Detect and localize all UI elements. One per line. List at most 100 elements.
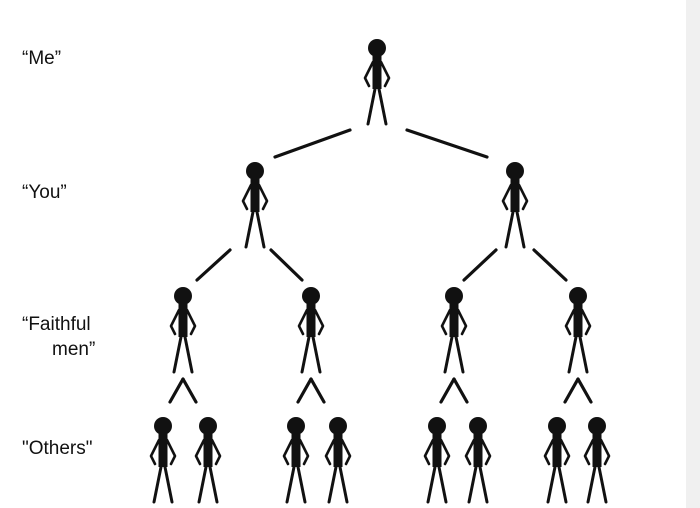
figure-right-leg (557, 465, 568, 504)
connector-line (181, 377, 198, 404)
figure-right-leg (296, 465, 307, 504)
connector-line (168, 377, 185, 404)
figure-body (449, 304, 459, 337)
level-label-faithful-line1: “Faithful (22, 314, 91, 335)
figure-body (510, 179, 520, 212)
figure-right-arm (599, 438, 611, 466)
figure-right-leg (454, 335, 465, 374)
figure-body (573, 304, 583, 337)
figure-right-leg (578, 335, 589, 374)
figure-left-arm (501, 183, 513, 211)
figure-right-leg (478, 465, 489, 504)
figure-left-leg (285, 465, 296, 504)
figure-left-leg (172, 335, 183, 374)
connector-line (273, 128, 352, 159)
figure-left-leg (546, 465, 557, 504)
figure-left-leg (152, 465, 163, 504)
figure-you-2 (501, 162, 529, 249)
figure-left-arm (324, 438, 336, 466)
figure-head (199, 417, 217, 435)
connector-line (462, 248, 498, 282)
level-label-others: "Others" (22, 438, 93, 459)
figure-others-2 (194, 417, 222, 504)
figure-faithful-4 (564, 287, 592, 374)
figure-others-4 (324, 417, 352, 504)
figure-faithful-3 (440, 287, 468, 374)
figure-left-leg (467, 465, 478, 504)
figure-others-3 (282, 417, 310, 504)
figure-body (372, 56, 382, 89)
connector-line (195, 248, 232, 282)
connector-line (439, 377, 456, 404)
figure-left-leg (567, 335, 578, 374)
figure-head (569, 287, 587, 305)
figure-right-leg (377, 87, 388, 126)
figure-head (548, 417, 566, 435)
figure-right-arm (257, 183, 269, 211)
figure-body (333, 434, 343, 467)
figure-head (287, 417, 305, 435)
level-label-faithful-line2: men” (52, 339, 96, 360)
figure-left-arm (583, 438, 595, 466)
figure-right-arm (298, 438, 310, 466)
figure-others-6 (464, 417, 492, 504)
figure-faithful-1 (169, 287, 197, 374)
figure-left-leg (504, 210, 515, 249)
figure-right-arm (456, 308, 468, 336)
connector-line (405, 128, 489, 159)
figure-left-arm (564, 308, 576, 336)
figure-body (178, 304, 188, 337)
connector-line (576, 377, 593, 404)
figure-left-leg (300, 335, 311, 374)
figure-right-leg (163, 465, 174, 504)
figure-right-leg (437, 465, 448, 504)
figure-right-leg (515, 210, 526, 249)
figure-left-arm (543, 438, 555, 466)
figure-head (506, 162, 524, 180)
figure-left-leg (197, 465, 208, 504)
figure-body (592, 434, 602, 467)
figure-left-arm (149, 438, 161, 466)
figure-right-leg (183, 335, 194, 374)
figure-head (445, 287, 463, 305)
figure-left-arm (241, 183, 253, 211)
figure-body (432, 434, 442, 467)
figure-body (250, 179, 260, 212)
figure-left-leg (244, 210, 255, 249)
figure-right-leg (597, 465, 608, 504)
figure-body (552, 434, 562, 467)
figure-right-arm (340, 438, 352, 466)
figure-right-arm (379, 60, 391, 88)
figure-head (329, 417, 347, 435)
figure-left-leg (426, 465, 437, 504)
figure-head (588, 417, 606, 435)
figure-head (469, 417, 487, 435)
figure-left-arm (282, 438, 294, 466)
level-label-me: “Me” (22, 48, 62, 69)
connector-line (269, 248, 304, 282)
figure-right-arm (165, 438, 177, 466)
figure-left-leg (586, 465, 597, 504)
figure-left-arm (440, 308, 452, 336)
figure-head (368, 39, 386, 57)
figure-body (291, 434, 301, 467)
figure-right-leg (208, 465, 219, 504)
figure-right-leg (338, 465, 349, 504)
figure-left-leg (366, 87, 377, 126)
figure-right-arm (185, 308, 197, 336)
figure-head (154, 417, 172, 435)
figure-body (203, 434, 213, 467)
connector-line (296, 377, 313, 404)
figure-body (473, 434, 483, 467)
figure-left-arm (363, 60, 375, 88)
figure-others-1 (149, 417, 177, 504)
figure-left-arm (194, 438, 206, 466)
figure-left-leg (327, 465, 338, 504)
connector-line (563, 377, 580, 404)
figure-left-arm (169, 308, 181, 336)
figure-head (428, 417, 446, 435)
figure-right-arm (517, 183, 529, 211)
figure-head (246, 162, 264, 180)
figure-right-arm (313, 308, 325, 336)
figure-right-arm (480, 438, 492, 466)
